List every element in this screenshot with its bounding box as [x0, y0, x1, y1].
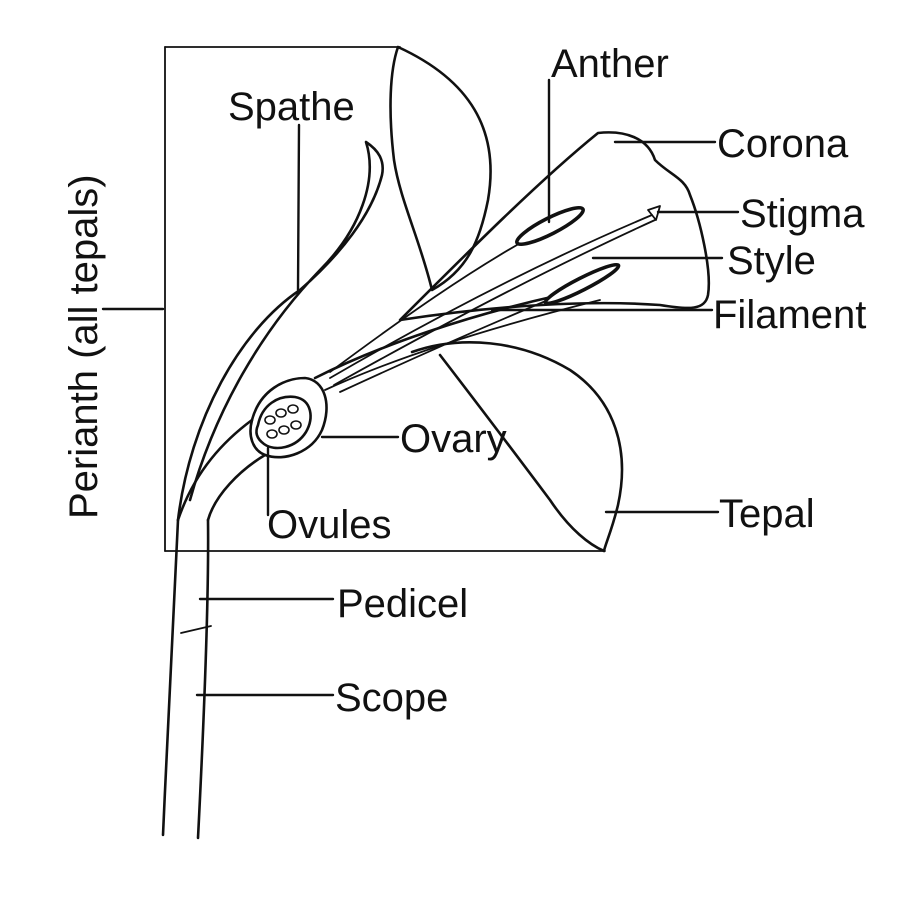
ovule: [287, 404, 299, 414]
tepal-lower: [410, 341, 624, 553]
tepal-back-upper: [389, 45, 492, 292]
scope-stem: [161, 518, 212, 840]
labels: Anther Spathe Corona Stigma Style Filame…: [62, 42, 866, 720]
perianth-bracket: [101, 46, 606, 552]
ovule: [278, 425, 290, 435]
style: [329, 214, 656, 386]
label-anther: Anther: [551, 42, 669, 86]
pedicel: [176, 418, 267, 522]
label-perianth: Perianth (all tepals): [62, 174, 106, 519]
label-stigma: Stigma: [740, 192, 865, 236]
corona: [398, 131, 711, 322]
filaments: [329, 231, 561, 393]
label-scope: Scope: [335, 676, 448, 720]
ovule: [275, 408, 287, 418]
ovule: [290, 420, 302, 430]
anthers: [515, 205, 621, 306]
ovule: [266, 429, 278, 439]
label-spathe: Spathe: [228, 85, 355, 129]
anther-lower: [543, 262, 621, 306]
label-ovules: Ovules: [267, 503, 392, 547]
leader-lines: [195, 78, 740, 697]
ovary: [249, 376, 328, 459]
label-tepal: Tepal: [719, 492, 815, 536]
label-ovary: Ovary: [400, 417, 507, 461]
spathe: [176, 140, 384, 522]
anther-upper: [515, 205, 585, 247]
label-pedicel: Pedicel: [337, 582, 468, 626]
leader-spathe: [296, 123, 301, 292]
label-filament: Filament: [713, 293, 866, 337]
label-corona: Corona: [717, 122, 849, 166]
label-style: Style: [727, 239, 816, 283]
ovule: [264, 415, 276, 425]
